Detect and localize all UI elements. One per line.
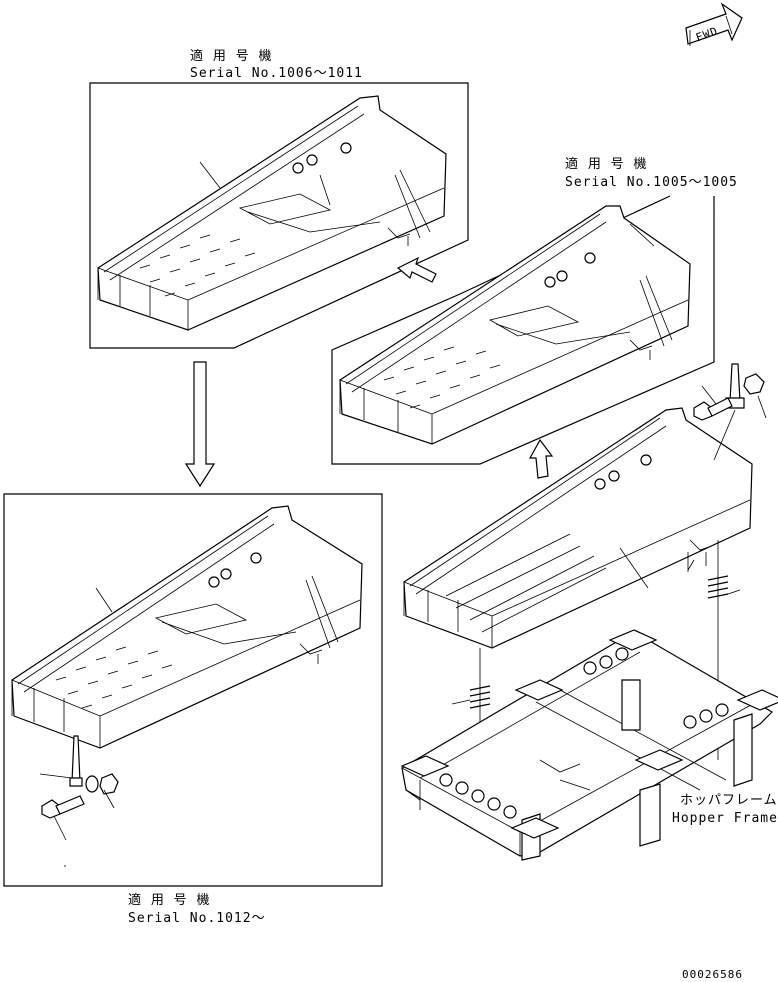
top-variant-box — [89, 82, 469, 349]
drawing-number: 00026586 — [682, 968, 743, 981]
up-arrow-icon — [528, 438, 554, 479]
fwd-arrow-icon — [685, 2, 743, 46]
top-conveyor-frame — [97, 95, 447, 331]
bottom-serial-label: Serial No.1012～ — [128, 911, 266, 926]
bottom-conveyor-frame — [11, 505, 363, 749]
spring-mounts — [451, 552, 741, 709]
main-conveyor-frame — [403, 407, 753, 649]
hopper-frame-label-en: Hopper Frame — [672, 811, 778, 826]
hopper-frame-label-jp: ホッパフレーム — [680, 793, 778, 808]
bottom-applies-label: 適 用 号 機 — [128, 892, 210, 908]
down-arrow-icon — [184, 361, 216, 488]
mid-conveyor-frame — [339, 205, 691, 445]
mid-variant-box — [331, 195, 715, 465]
left-arrow-icon — [396, 256, 437, 283]
main-pin-bolt-nut — [693, 363, 767, 461]
hopper-frame — [400, 629, 778, 861]
bottom-pin-bolt-nut — [39, 735, 119, 867]
top-applies-label: 適 用 号 機 — [190, 48, 272, 64]
mid-applies-label: 適 用 号 機 — [565, 156, 647, 172]
top-serial-label: Serial No.1006～1011 — [190, 66, 363, 81]
bottom-variant-box — [3, 493, 383, 887]
mid-serial-label: Serial No.1005～1005 — [565, 175, 738, 190]
